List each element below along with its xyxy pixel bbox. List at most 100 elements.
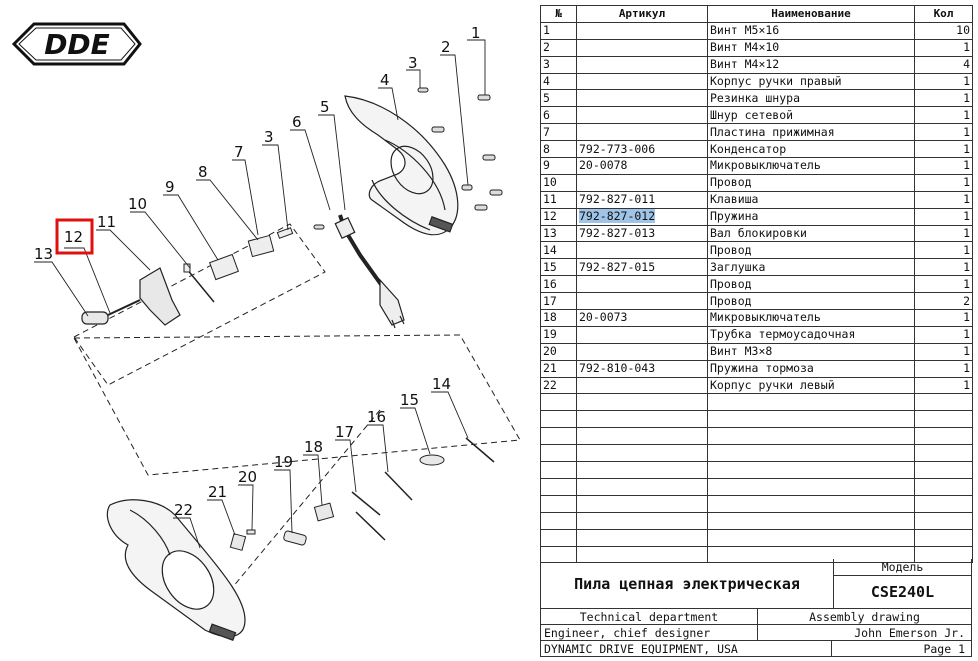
table-row-empty [540, 511, 973, 530]
row-article [576, 173, 708, 192]
empty-cell [540, 511, 577, 530]
row-name: Пластина прижимная [707, 123, 915, 142]
row-name: Провод [707, 292, 915, 311]
callout-3b: 3 [264, 128, 274, 146]
row-name: Винт M5×16 [707, 21, 915, 40]
row-qty: 1 [914, 190, 973, 209]
table-header-row: № Артикул Наименование Кол [540, 5, 973, 23]
company-name: DYNAMIC DRIVE EQUIPMENT, USA [544, 641, 738, 656]
table-row-empty [540, 427, 973, 446]
row-article: 792-827-015 [576, 258, 708, 277]
empty-cell [576, 494, 708, 513]
row-qty: 1 [914, 140, 973, 159]
callout-19: 19 [274, 453, 293, 471]
empty-cell [540, 494, 577, 513]
row-qty: 1 [914, 207, 973, 226]
empty-cell [576, 427, 708, 446]
lower-small-parts [229, 437, 495, 551]
header-name: Наименование [707, 5, 915, 23]
callout-3: 3 [408, 54, 418, 72]
callout-11: 11 [97, 213, 116, 231]
dde-logo: DDE [11, 22, 142, 66]
row-qty: 1 [914, 309, 973, 327]
row-num: 18 [540, 309, 577, 327]
row-name: Вал блокировки [707, 224, 915, 243]
exploded-view-drawing: DDE [11, 22, 521, 641]
empty-cell [540, 410, 577, 429]
row-article [576, 292, 708, 311]
department-cell: Technical department [540, 608, 758, 625]
power-cord [334, 214, 405, 329]
callout-12: 12 [64, 228, 83, 246]
empty-cell [707, 511, 915, 530]
empty-cell [707, 410, 915, 429]
row-name: Провод [707, 173, 915, 192]
empty-cell [540, 528, 577, 547]
empty-cell [707, 461, 915, 479]
row-article: 20-0073 [576, 309, 708, 327]
row-qty: 1 [914, 376, 973, 395]
empty-cell [707, 494, 915, 513]
row-article: 792-827-012 [576, 207, 708, 226]
callout-20: 20 [238, 468, 257, 486]
engineer-name: John Emerson Jr. [854, 625, 965, 640]
row-qty: 4 [914, 55, 973, 74]
screws-group [313, 87, 503, 230]
header-qty: Кол [914, 5, 973, 23]
row-num: 6 [540, 106, 577, 125]
row-qty: 1 [914, 359, 973, 378]
table-row-empty [540, 444, 973, 463]
row-qty: 1 [914, 325, 973, 344]
empty-cell [576, 410, 708, 429]
model-cell: CSE240L [833, 575, 972, 609]
dashed-line-right [221, 409, 381, 601]
row-article: 20-0078 [576, 157, 708, 175]
row-num: 17 [540, 292, 577, 311]
table-row-empty [540, 477, 973, 496]
row-name: Микровыключатель [707, 309, 915, 327]
empty-cell [914, 477, 973, 496]
row-article [576, 89, 708, 108]
title-block: Пила цепная электрическая Модель CSE240L… [540, 559, 972, 658]
row-num: 22 [540, 376, 577, 395]
title-cell: Пила цепная электрическая [540, 559, 834, 609]
row-qty: 10 [914, 21, 973, 40]
table-row-empty [540, 461, 973, 479]
callout-8: 8 [198, 163, 208, 181]
row-num: 2 [540, 38, 577, 57]
row-qty: 1 [914, 224, 973, 243]
callout-14: 14 [432, 375, 451, 393]
empty-cell [576, 528, 708, 547]
callout-2: 2 [441, 38, 451, 56]
row-article [576, 21, 708, 40]
handle-housing-left [106, 499, 246, 641]
callout-21: 21 [208, 483, 227, 501]
row-num: 15 [540, 258, 577, 277]
empty-cell [914, 545, 973, 564]
row-qty: 2 [914, 292, 973, 311]
callout-7: 7 [234, 143, 244, 161]
table-row-empty [540, 545, 973, 564]
header-article: Артикул [576, 5, 708, 23]
trigger-assembly [81, 267, 181, 326]
row-name: Микровыключатель [707, 157, 915, 175]
callout-18: 18 [304, 438, 323, 456]
empty-cell [540, 461, 577, 479]
row-name: Пружина [707, 207, 915, 226]
